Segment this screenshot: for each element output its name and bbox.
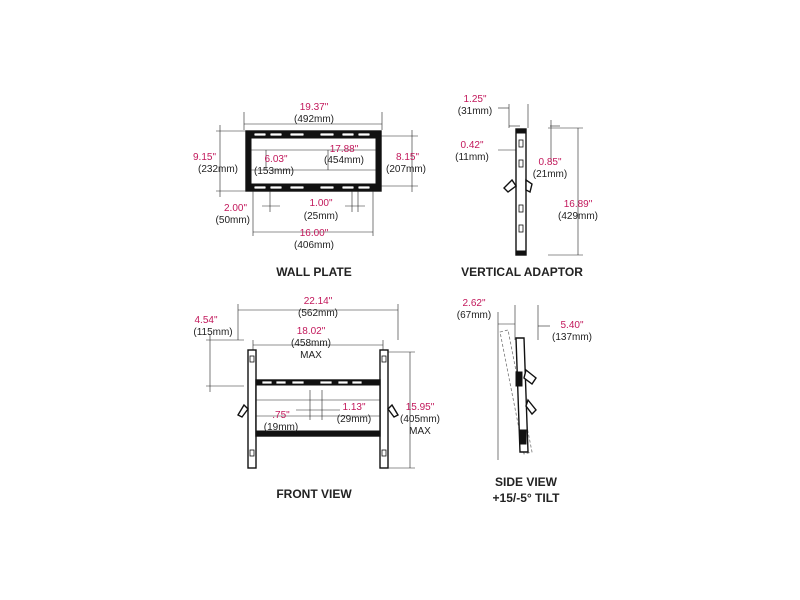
adaptor-depth-mm: (31mm) <box>458 106 492 117</box>
front-max-width-inch: 18.02" <box>297 326 326 337</box>
adaptor-length-inch: 16.89" <box>564 199 593 210</box>
front-center-right-inch: 1.13" <box>342 402 365 413</box>
side-view: 2.62" (67mm) 5.40" (137mm) SIDE VIEW +15… <box>457 298 592 505</box>
wall-plate-center-inch: 6.03" <box>264 154 287 165</box>
front-max-width-mm: (458mm) <box>291 338 331 349</box>
front-view-title: FRONT VIEW <box>276 487 352 501</box>
wall-plate-height-inch: 9.15" <box>193 152 216 163</box>
wall-plate-right-inch: 8.15" <box>396 152 419 163</box>
adaptor-offset-mm: (21mm) <box>533 169 567 180</box>
front-view: 22.14" (562mm) 18.02" (458mm) MAX 4.54" … <box>193 296 440 501</box>
front-width-inch: 22.14" <box>304 296 333 307</box>
adaptor-length-mm: (429mm) <box>558 211 598 222</box>
wall-plate-inner-inch: 17.88" <box>330 144 359 155</box>
front-height-note: MAX <box>409 426 431 437</box>
wall-plate-inner-mm: (454mm) <box>324 155 364 166</box>
front-top-offset-mm: (115mm) <box>193 327 232 338</box>
adaptor-offset-inch: 0.85" <box>538 157 561 168</box>
wall-plate-offset-inch: 2.00" <box>224 203 247 214</box>
front-center-right-mm: (29mm) <box>337 414 371 425</box>
side-depth-inch: 5.40" <box>560 320 583 331</box>
wall-plate-offset-mm: (50mm) <box>216 215 250 226</box>
wall-plate-height-mm: (232mm) <box>198 164 238 175</box>
wall-plate-outline <box>245 130 382 192</box>
side-tilt-ghost <box>499 329 533 455</box>
wall-plate-right-mm: (207mm) <box>386 164 426 175</box>
wall-plate-width-inch: 19.37" <box>300 102 329 113</box>
front-height-mm: (405mm) <box>400 414 440 425</box>
wall-plate-gap-mm: (25mm) <box>304 211 338 222</box>
adaptor-bar <box>515 128 527 256</box>
front-width-mm: (562mm) <box>298 308 338 319</box>
front-center-left-inch: .75" <box>272 410 290 421</box>
front-center-left-mm: (19mm) <box>264 422 298 433</box>
wall-plate-center-mm: (153mm) <box>254 166 294 177</box>
side-depth-mm: (137mm) <box>552 332 592 343</box>
wall-plate-view: 19.37" (492mm) 9.15" (232mm) 6.03" (153m… <box>193 102 426 279</box>
side-bracket <box>515 337 529 453</box>
front-top-offset-inch: 4.54" <box>194 315 217 326</box>
wall-plate-span-inch: 16.00" <box>300 228 329 239</box>
adaptor-flange-inch: 0.42" <box>460 140 483 151</box>
vertical-adaptor-view: 1.25" (31mm) 0.42" (11mm) 0.85" (21mm) 1… <box>455 94 598 279</box>
front-height-inch: 15.95" <box>406 402 435 413</box>
side-view-title: SIDE VIEW <box>495 475 558 489</box>
side-gap-mm: (67mm) <box>457 310 491 321</box>
wall-plate-span-mm: (406mm) <box>294 240 334 251</box>
front-max-width-note: MAX <box>300 350 322 361</box>
side-gap-inch: 2.62" <box>462 298 485 309</box>
adaptor-depth-inch: 1.25" <box>463 94 486 105</box>
wall-plate-gap-inch: 1.00" <box>309 198 332 209</box>
adaptor-flange-mm: (11mm) <box>455 152 489 163</box>
wall-plate-width-mm: (492mm) <box>294 114 334 125</box>
wall-plate-title: WALL PLATE <box>276 265 352 279</box>
side-view-tilt: +15/-5° TILT <box>493 491 561 505</box>
vertical-adaptor-title: VERTICAL ADAPTOR <box>461 265 583 279</box>
